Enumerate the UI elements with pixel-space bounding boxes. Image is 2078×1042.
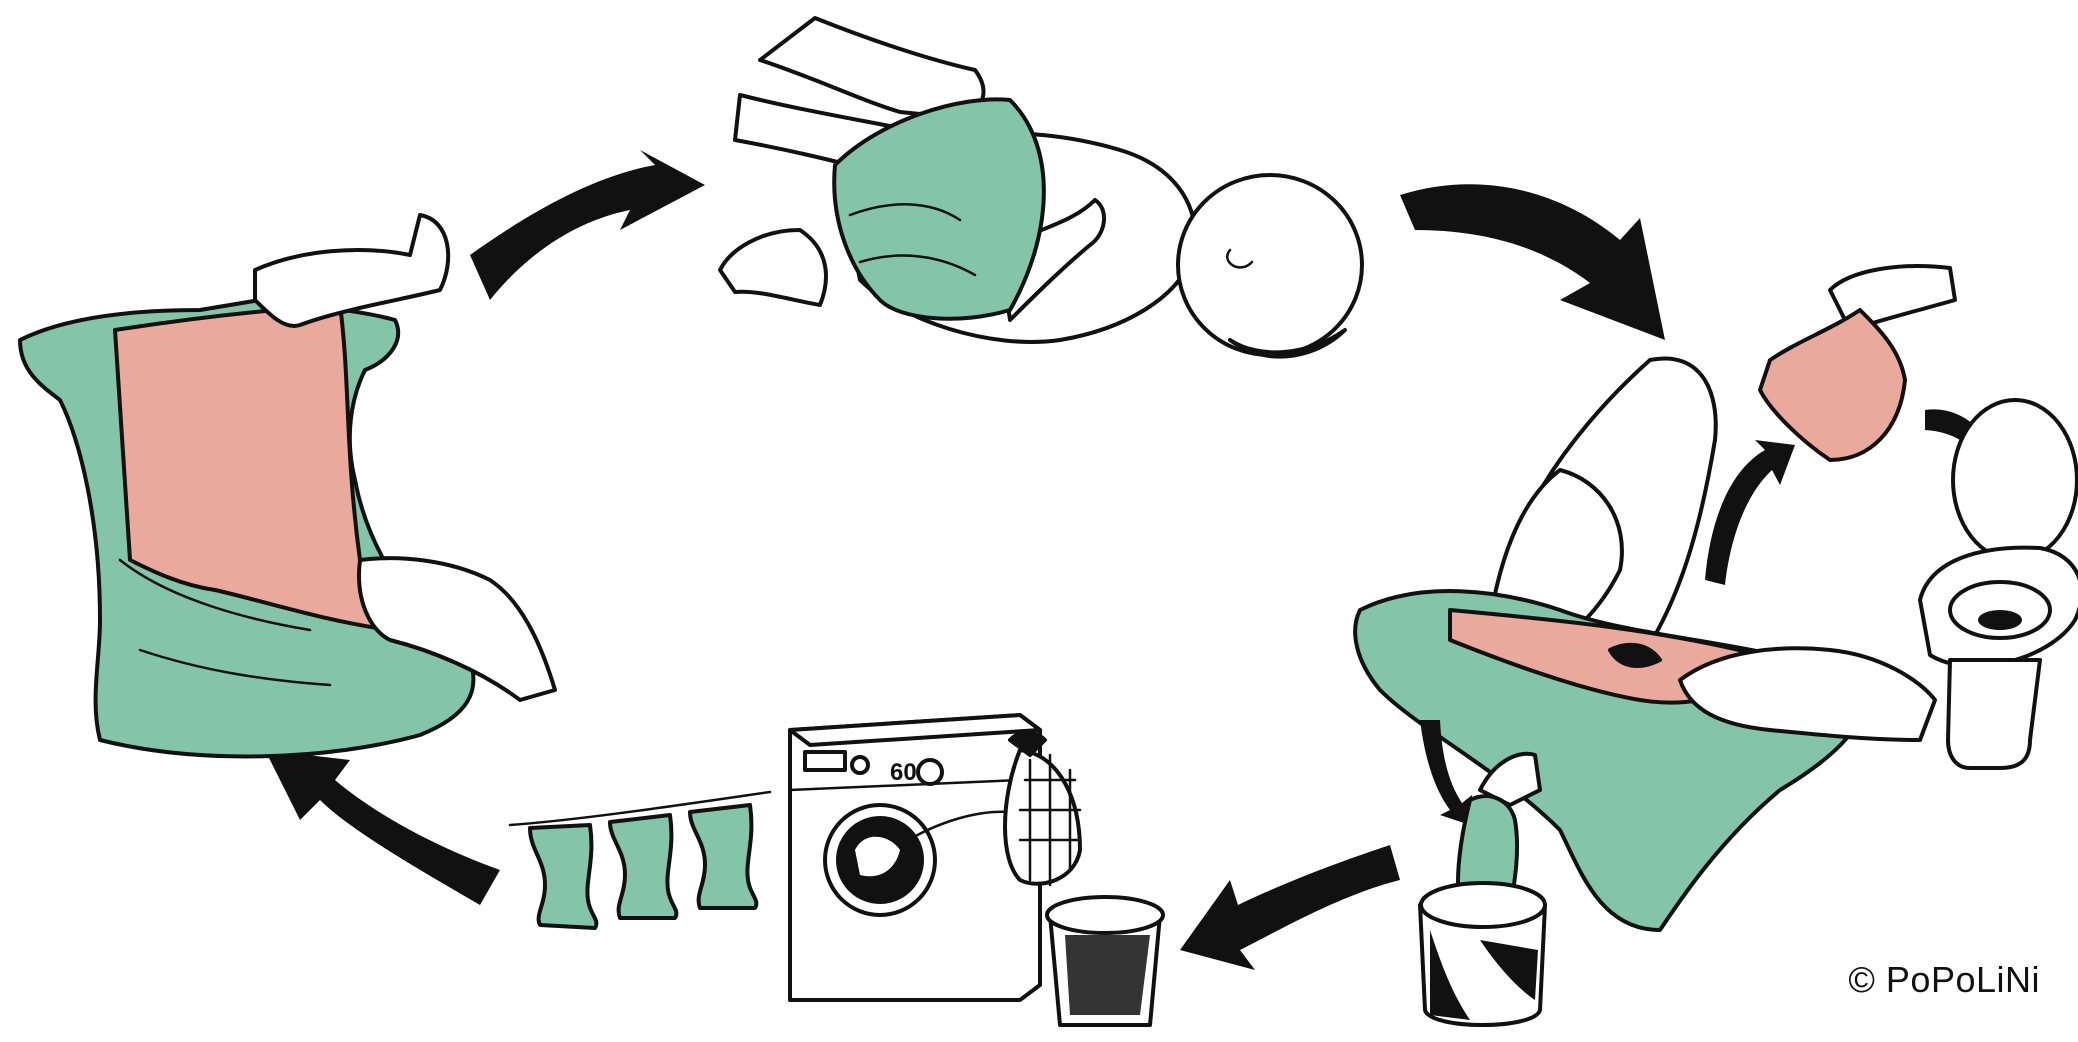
drying-diaper-1 xyxy=(530,825,596,928)
cycle-arrow-2 xyxy=(1400,184,1665,340)
cycle-arrow-3 xyxy=(1180,845,1400,970)
cycle-arrow-1 xyxy=(470,150,705,300)
drying-on-line-icon xyxy=(510,792,770,928)
cycle-arrow-4 xyxy=(265,750,500,905)
toilet-icon xyxy=(1920,400,2078,768)
washing-machine-icon: 60° xyxy=(790,715,1163,1025)
drying-diaper-2 xyxy=(610,815,676,918)
insert-liner-into-diaper-icon xyxy=(0,0,555,756)
copyright-notice: © PoPoLiNi xyxy=(1848,959,2040,1001)
drying-diaper-3 xyxy=(690,805,756,908)
baby-wearing-diaper-icon xyxy=(720,18,1362,357)
diaper-into-bucket-icon xyxy=(1420,754,1545,1025)
